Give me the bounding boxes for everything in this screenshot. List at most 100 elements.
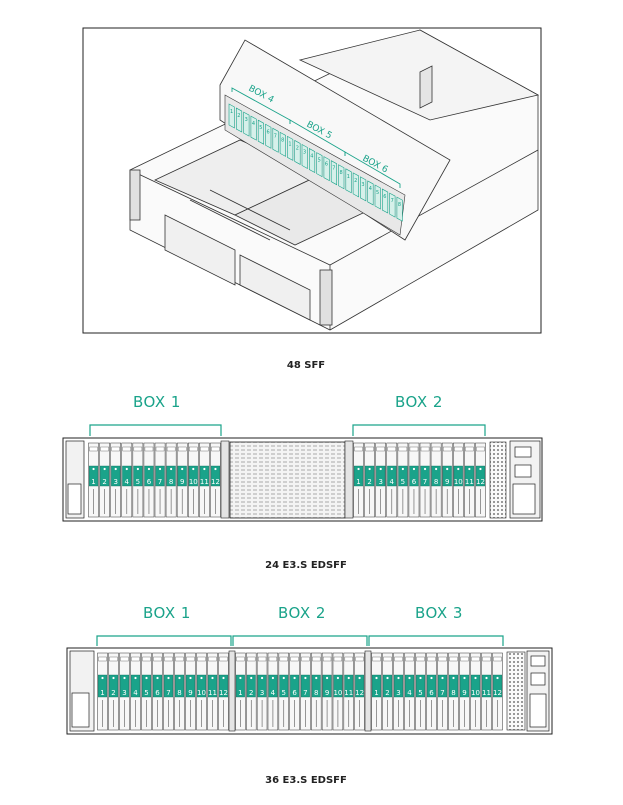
display-port <box>530 672 546 686</box>
iso-drive-number: 6 <box>325 162 328 168</box>
bay-number: 3 <box>113 478 117 486</box>
figure-caption-36-edsff: 36 E3.S EDSFF <box>265 775 347 786</box>
iso-drive: 2 <box>352 172 359 198</box>
iso-drive: 5 <box>316 152 323 178</box>
bay-number: 7 <box>303 689 307 697</box>
drive-bay: 7 <box>163 652 174 731</box>
drive-bay: 6 <box>152 652 163 731</box>
bay-number: 7 <box>440 689 444 697</box>
drive-bay: 7 <box>154 442 166 518</box>
right-ear-latch <box>512 483 536 515</box>
drive-bay: 4 <box>121 442 133 518</box>
drive-bay: 12 <box>354 652 365 731</box>
figure-caption-24-edsff: 24 E3.S EDSFF <box>265 560 347 571</box>
bay-number: 6 <box>429 689 434 697</box>
bay-number: 7 <box>166 689 170 697</box>
drive-bay: 6 <box>143 442 155 518</box>
iso-drive: 3 <box>301 143 308 170</box>
drive-bay: 4 <box>130 652 141 731</box>
iso-drive: 3 <box>243 111 250 137</box>
iso-drive-number: 7 <box>332 166 335 172</box>
iso-drive-number: 4 <box>369 186 372 192</box>
drive-bay: 10 <box>196 652 207 731</box>
vent-panel <box>229 441 346 519</box>
cage-divider-left <box>220 440 230 519</box>
drive-bay: 8 <box>430 442 442 518</box>
bay-number: 3 <box>378 478 382 486</box>
iso-drive: 7 <box>330 160 338 186</box>
bay-number: 11 <box>344 689 353 697</box>
bay-number: 1 <box>100 689 104 697</box>
box-labels-24: BOX 1 BOX 2 <box>89 393 486 436</box>
drive-bay: 11 <box>207 652 218 731</box>
iso-drive-number: 8 <box>340 170 343 176</box>
bay-number: 3 <box>396 689 400 697</box>
bay-number: 8 <box>314 689 318 697</box>
bay-number: 11 <box>482 689 491 697</box>
cage-divider-1 <box>228 650 236 732</box>
drive-bay: 11 <box>481 652 492 731</box>
iso-drive: 4 <box>367 180 374 206</box>
iso-drive: 4 <box>250 115 257 141</box>
iso-drive: 1 <box>345 168 352 194</box>
drive-bay: 4 <box>267 652 279 731</box>
bay-number: 3 <box>122 689 126 697</box>
iso-drive: 1 <box>228 103 235 129</box>
bay-number: 2 <box>385 689 389 697</box>
drive-bay: 10 <box>470 652 481 731</box>
bay-number: 4 <box>125 478 130 486</box>
drive-bay: 9 <box>459 652 470 731</box>
bay-number: 12 <box>211 478 220 486</box>
box-label-3: BOX 3 <box>415 604 463 622</box>
drive-bay: 3 <box>256 652 268 731</box>
drive-bay: 7 <box>419 442 431 518</box>
bay-number: 9 <box>325 689 329 697</box>
bay-number: 10 <box>471 689 480 697</box>
box-labels-36: BOX 1 BOX 2 BOX 3 <box>96 604 504 646</box>
iso-drive-number: 1 <box>347 174 350 180</box>
bay-number: 12 <box>355 689 364 697</box>
drive-bay: 10 <box>332 652 344 731</box>
iso-drive: 8 <box>279 131 286 157</box>
drive-bay: 6 <box>408 442 420 518</box>
bracket-box-3 <box>368 635 504 646</box>
bay-number: 4 <box>271 689 276 697</box>
bay-number: 6 <box>155 689 160 697</box>
bay-number: 5 <box>282 689 286 697</box>
drive-bay: 1 <box>97 652 108 731</box>
drive-bay: 1 <box>371 652 382 731</box>
bay-number: 9 <box>180 478 184 486</box>
bay-number: 2 <box>249 689 253 697</box>
display-port <box>514 464 532 478</box>
drive-bay: 1 <box>88 442 99 518</box>
drive-bay: 11 <box>464 442 475 518</box>
drive-bay: 3 <box>393 652 404 731</box>
iso-drive-number: 7 <box>274 133 277 139</box>
iso-drive-number: 4 <box>310 154 313 160</box>
drive-bay: 2 <box>246 652 257 731</box>
drive-bay: 10 <box>453 442 464 518</box>
bay-number: 5 <box>144 689 148 697</box>
drive-bay: 9 <box>441 442 453 518</box>
bay-number: 12 <box>476 478 485 486</box>
drive-bay: 7 <box>437 652 448 731</box>
bay-number: 5 <box>401 478 405 486</box>
drive-bay: 5 <box>278 652 289 731</box>
drive-bay: 9 <box>185 652 196 731</box>
drive-bay: 8 <box>448 652 459 731</box>
bay-number: 1 <box>356 478 360 486</box>
cage-divider-2 <box>364 650 372 732</box>
bay-number: 4 <box>133 689 138 697</box>
bay-number: 6 <box>147 478 152 486</box>
iso-drive: 7 <box>272 127 279 153</box>
iso-drive: 7 <box>389 192 396 218</box>
iso-drive: 5 <box>374 184 381 210</box>
figure-caption-48-sff: 48 SFF <box>287 360 325 371</box>
drive-bay: 4 <box>404 652 415 731</box>
iso-drive-number: 1 <box>230 109 233 115</box>
